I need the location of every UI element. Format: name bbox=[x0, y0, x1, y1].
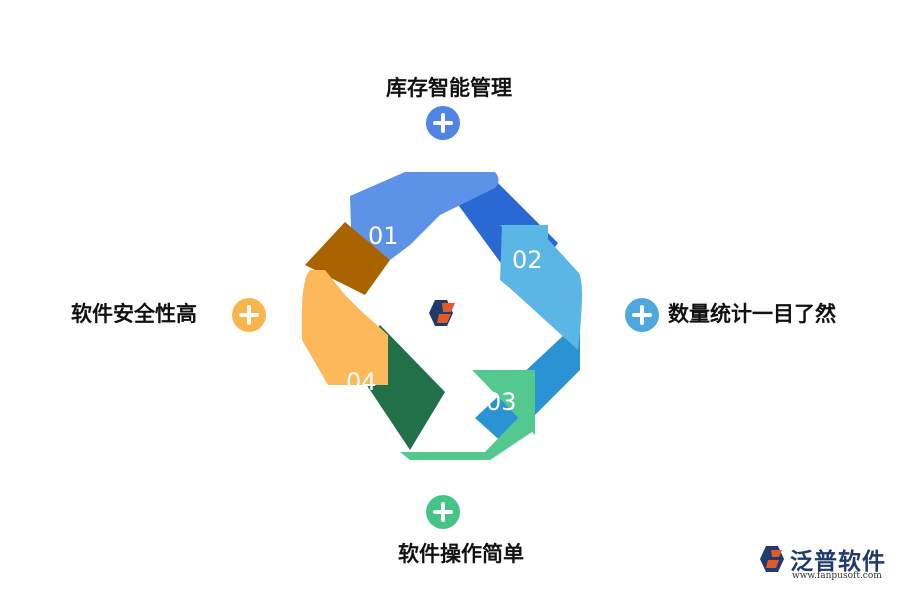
cycle-diagram: 01 02 03 04 bbox=[301, 172, 582, 460]
plus-icon-left[interactable] bbox=[232, 298, 266, 332]
item-label-bottom: 软件操作简单 bbox=[398, 542, 524, 566]
brand-logo-icon bbox=[760, 546, 784, 572]
plus-icon-top[interactable] bbox=[426, 106, 460, 140]
item-number-4: 04 bbox=[346, 368, 377, 396]
item-label-left: 软件安全性高 bbox=[71, 302, 197, 326]
item-number-3: 03 bbox=[486, 388, 517, 416]
center-logo-icon bbox=[429, 300, 455, 326]
plus-icon-right[interactable] bbox=[625, 298, 659, 332]
item-label-top: 库存智能管理 bbox=[386, 76, 512, 100]
arrow-orange bbox=[301, 222, 390, 385]
plus-icon-bottom[interactable] bbox=[426, 495, 460, 529]
item-number-1: 01 bbox=[368, 222, 399, 250]
item-label-right: 数量统计一目了然 bbox=[668, 302, 836, 326]
brand-url: www.fanpusoft.com bbox=[792, 571, 882, 581]
item-number-2: 02 bbox=[512, 246, 543, 274]
brand-watermark: 泛普软件 www.fanpusoft.com bbox=[758, 540, 888, 586]
brand-name: 泛普软件 bbox=[790, 549, 886, 575]
